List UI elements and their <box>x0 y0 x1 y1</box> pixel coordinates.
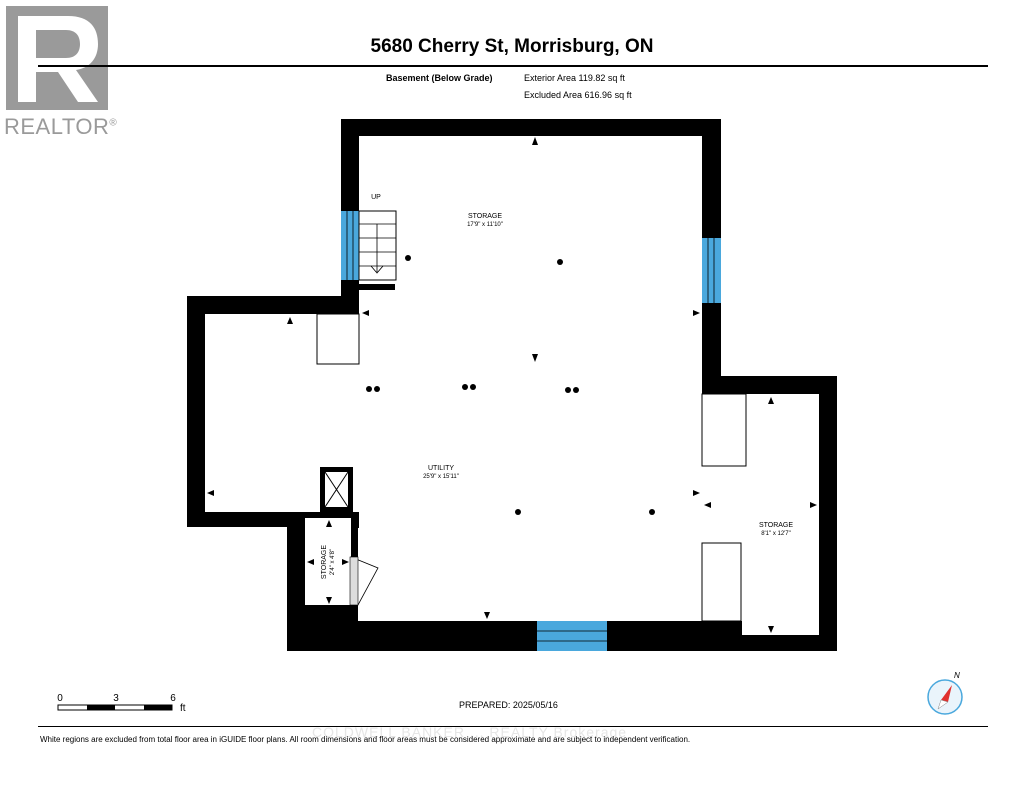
brokerage-watermark: COLDWELL BANKER ... REALTY Brokerage <box>312 724 628 740</box>
realtor-r-icon <box>6 6 108 110</box>
scale-tick-0: 0 <box>57 693 63 704</box>
header-rule <box>38 65 988 67</box>
room-storage-1-name: STORAGE <box>468 213 502 220</box>
room-storage-3-name: STORAGE <box>321 545 328 579</box>
scale-bar: 0 3 6 ft <box>57 693 186 714</box>
realtor-logo: REALTOR® <box>4 6 117 139</box>
room-utility-name: UTILITY <box>428 465 454 472</box>
property-address: 5680 Cherry St, Morrisburg, ON <box>370 36 654 57</box>
prepared-date: PREPARED: 2025/05/16 <box>459 700 558 710</box>
window-east <box>702 238 721 303</box>
room-storage-1-dims: 17'9" x 11'10" <box>467 222 503 228</box>
scale-tick-6: 6 <box>170 693 176 704</box>
cabinet-east-upper <box>701 393 747 467</box>
compass-icon: N <box>927 671 963 715</box>
compass-north-label: N <box>954 671 960 680</box>
realtor-wordmark-text: REALTOR <box>4 114 110 139</box>
cabinet-west <box>316 313 360 365</box>
room-storage-2-dims: 8'1" x 12'7" <box>761 531 791 537</box>
realtor-logo-mark <box>6 6 108 110</box>
excluded-area: Excluded Area 616.96 sq ft <box>524 90 632 100</box>
fixtures <box>316 313 747 622</box>
footer-rule <box>38 726 988 727</box>
room-storage-2-name: STORAGE <box>759 522 793 529</box>
dimension-arrows <box>207 137 817 633</box>
realtor-wordmark: REALTOR® <box>4 114 117 140</box>
ceiling-lights <box>366 255 655 515</box>
scale-tick-3: 3 <box>113 693 119 704</box>
scale-unit: ft <box>180 703 186 714</box>
disclaimer-text: White regions are excluded from total fl… <box>40 735 691 744</box>
room-utility-dims: 25'9" x 15'11" <box>423 474 459 480</box>
stairs-label: UP <box>371 194 381 201</box>
registered-mark: ® <box>109 117 118 129</box>
cabinet-east-lower <box>701 542 742 622</box>
window-west <box>341 211 359 280</box>
floor-label: Basement (Below Grade) <box>386 73 493 83</box>
exterior-area: Exterior Area 119.82 sq ft <box>524 73 625 83</box>
stairs <box>358 210 397 281</box>
window-south <box>537 621 607 651</box>
windows <box>341 211 721 651</box>
room-storage-3-dims: 2'4" x 4'8" <box>330 549 336 575</box>
